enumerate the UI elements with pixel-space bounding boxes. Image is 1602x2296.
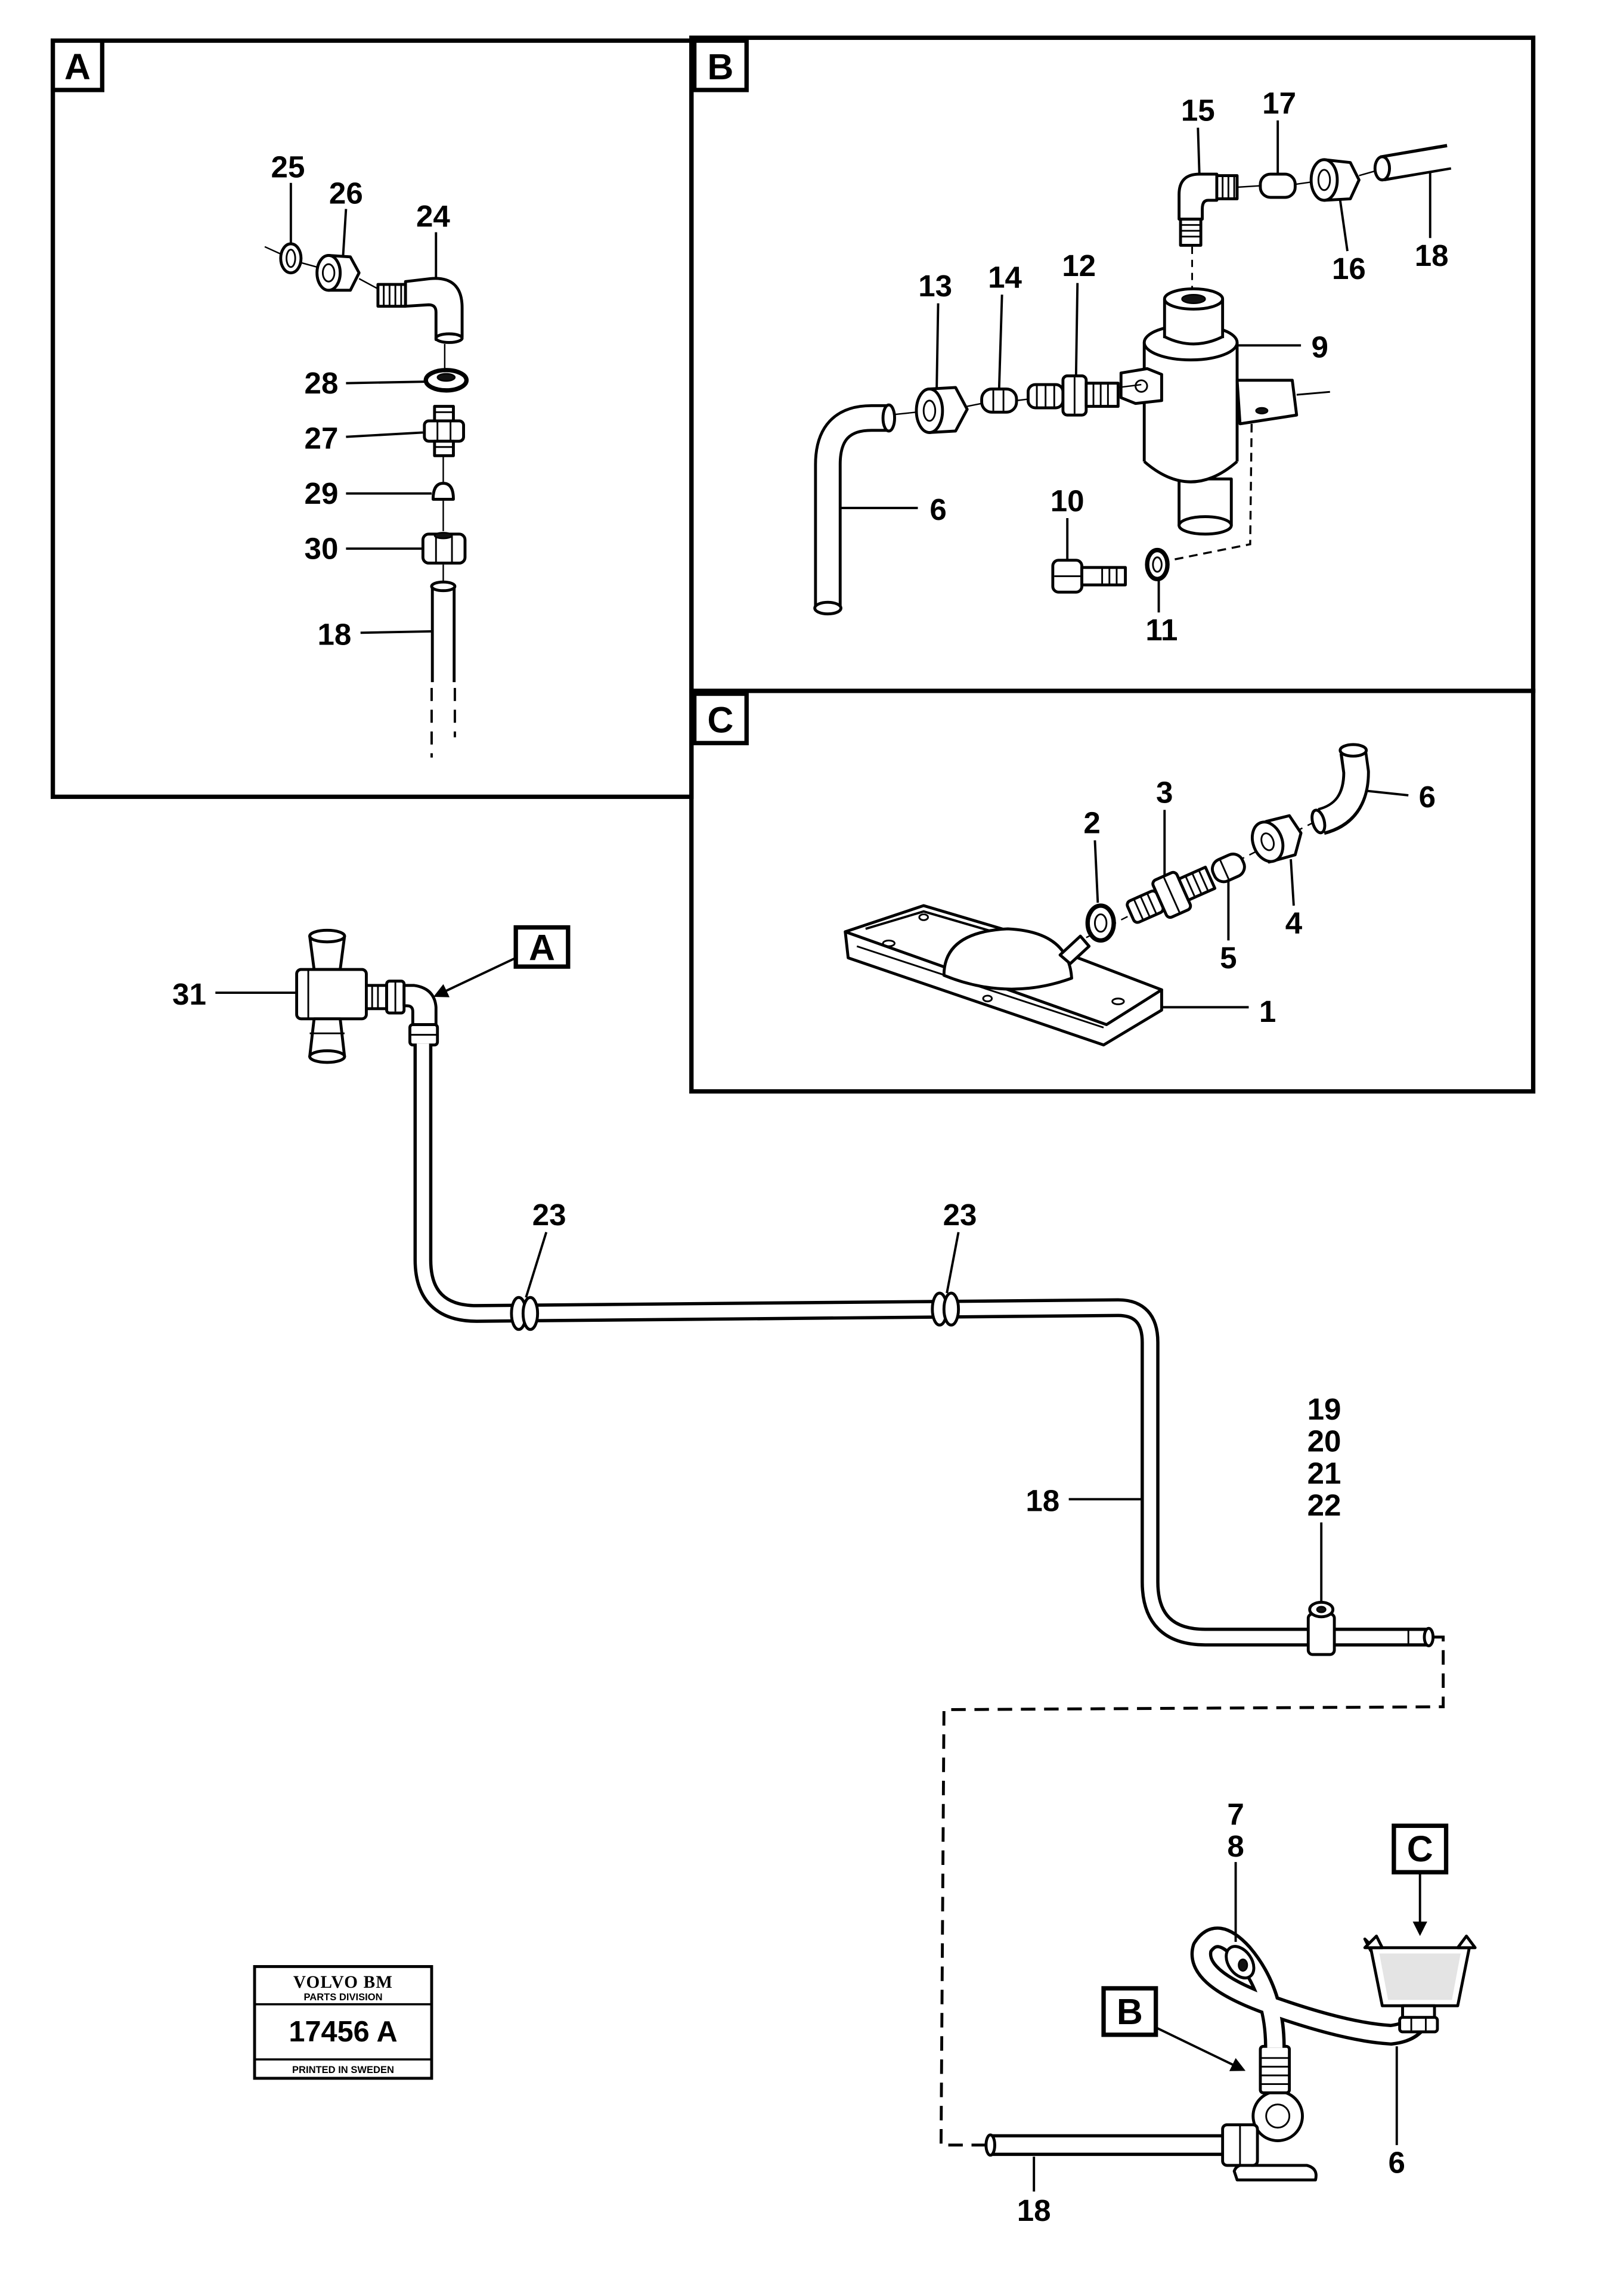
clamp-19-22-drawing <box>1306 1600 1336 1656</box>
callout-17: 17 <box>1262 86 1296 120</box>
ferrule-5-drawing <box>1211 853 1246 884</box>
callout-10: 10 <box>1051 484 1084 518</box>
tube-18-detail-drawing <box>430 580 457 758</box>
callout-25: 25 <box>271 150 305 184</box>
main-tag-c: C <box>1407 1829 1433 1869</box>
tube-18-main-drawing <box>413 1043 1435 1647</box>
tube-18-panel-b-drawing <box>1373 144 1454 182</box>
callout-19: 19 <box>1307 1392 1341 1426</box>
clip-23-right-drawing <box>931 1291 960 1327</box>
adapter-27-drawing <box>423 405 465 457</box>
panel-a-tag-box <box>50 38 105 92</box>
callout-3: 3 <box>1156 776 1173 810</box>
stamp-number: 17456 A <box>289 2016 397 2048</box>
elbow-15-drawing <box>1178 172 1239 247</box>
parts-division-stamp: VOLVO BM PARTS DIVISION 17456 A PRINTED … <box>253 1965 433 2080</box>
callout-6-panel-c: 6 <box>1419 780 1436 814</box>
nut-26-drawing <box>315 253 361 292</box>
callout-18-main: 18 <box>1025 1484 1059 1518</box>
stamp-footer: PRINTED IN SWEDEN <box>292 2064 394 2075</box>
callout-4: 4 <box>1285 906 1303 940</box>
ferrule-14-drawing <box>980 387 1018 414</box>
callout-21: 21 <box>1307 1456 1341 1490</box>
ferrule-29-drawing <box>431 482 455 501</box>
nut-16-drawing <box>1309 158 1361 202</box>
panel-a-tag: A <box>64 47 91 87</box>
callout-5: 5 <box>1220 941 1237 975</box>
panel-c-tag-box <box>692 691 749 745</box>
callout-24: 24 <box>416 199 450 233</box>
callout-11: 11 <box>1145 613 1178 647</box>
hose-6-panel-c-drawing <box>1310 743 1370 835</box>
washer-11-drawing <box>1145 547 1170 581</box>
hose-clamp-7-8-drawing <box>1225 1945 1256 1979</box>
tee-fitting-drawing <box>1221 2044 1318 2182</box>
ferrule-17-drawing <box>1259 172 1297 199</box>
main-tag-a: A <box>529 928 555 968</box>
panel-b-tag: B <box>707 47 733 87</box>
callout-14: 14 <box>988 260 1022 294</box>
callout-1: 1 <box>1259 994 1276 1028</box>
callout-27: 27 <box>305 422 339 456</box>
callout-30: 30 <box>305 532 339 566</box>
washer-nozzle-drawing <box>1363 1934 1477 2034</box>
adapter-12-drawing <box>1027 374 1120 417</box>
panel-a-frame <box>50 38 694 800</box>
hose-6-main-drawing <box>1190 1926 1431 2048</box>
stamp-division: PARTS DIVISION <box>303 1991 382 2003</box>
elbow-24-drawing <box>376 277 464 344</box>
callout-20: 20 <box>1307 1424 1341 1458</box>
panel-b-tag-box <box>692 38 749 92</box>
main-tag-b: B <box>1117 1991 1143 2032</box>
nut-30-drawing <box>421 532 467 565</box>
callout-8: 8 <box>1227 1829 1244 1863</box>
main-tag-b-box <box>1101 1986 1158 2037</box>
nozzle-plate-1-drawing <box>844 904 1163 1047</box>
washer-2-drawing <box>1085 903 1116 943</box>
callout-15: 15 <box>1181 94 1215 128</box>
hose-6-panel-b-drawing <box>813 403 896 616</box>
detail-panel-c: C <box>689 689 1536 1094</box>
arrow-to-detail-a <box>433 956 517 997</box>
callout-18-lower: 18 <box>1017 2193 1051 2227</box>
main-tag-a-box <box>513 925 571 969</box>
valve-31-drawing <box>295 928 406 1064</box>
main-assembly: A B C 31 23 23 18 19 20 21 22 7 8 6 18 <box>172 925 1477 2227</box>
stamp-brand: VOLVO BM <box>293 1973 393 1992</box>
elbow-fitting-drawing <box>402 984 439 1047</box>
tube-18-lower-drawing <box>984 2133 1229 2157</box>
detail-panel-b: B <box>689 35 1536 693</box>
callout-18-panel-b: 18 <box>1415 238 1449 272</box>
callout-13: 13 <box>918 269 952 303</box>
hidden-routing-dashed-line <box>939 1635 1445 2147</box>
callout-12: 12 <box>1062 249 1096 283</box>
callout-18-panel-a: 18 <box>317 617 351 651</box>
callout-2: 2 <box>1083 806 1100 840</box>
callout-29: 29 <box>305 476 339 510</box>
arrow-to-detail-b <box>1155 2026 1246 2071</box>
callout-16: 16 <box>1332 252 1366 286</box>
callout-7: 7 <box>1227 1797 1244 1831</box>
bolt-10-drawing <box>1051 559 1127 594</box>
callout-23-right: 23 <box>943 1198 977 1232</box>
adapter-3-drawing <box>1126 866 1217 924</box>
detail-panel-a: A <box>50 38 694 800</box>
callout-6-main: 6 <box>1389 2146 1405 2180</box>
clip-23-left-drawing <box>510 1296 540 1331</box>
valve-body-9-drawing <box>1119 287 1330 536</box>
nut-4-drawing <box>1251 814 1303 864</box>
washer-25-drawing <box>279 242 303 275</box>
callout-23-left: 23 <box>532 1198 566 1232</box>
callout-9: 9 <box>1312 330 1328 364</box>
callout-31: 31 <box>172 977 206 1011</box>
panel-c-frame <box>689 689 1536 1094</box>
nut-13-drawing <box>915 386 969 434</box>
washer-28-drawing <box>423 368 469 393</box>
callout-6-panel-b: 6 <box>929 492 946 526</box>
callout-28: 28 <box>305 366 339 400</box>
callout-22: 22 <box>1307 1488 1341 1522</box>
panel-c-tag: C <box>707 699 733 740</box>
callout-26: 26 <box>329 176 363 210</box>
